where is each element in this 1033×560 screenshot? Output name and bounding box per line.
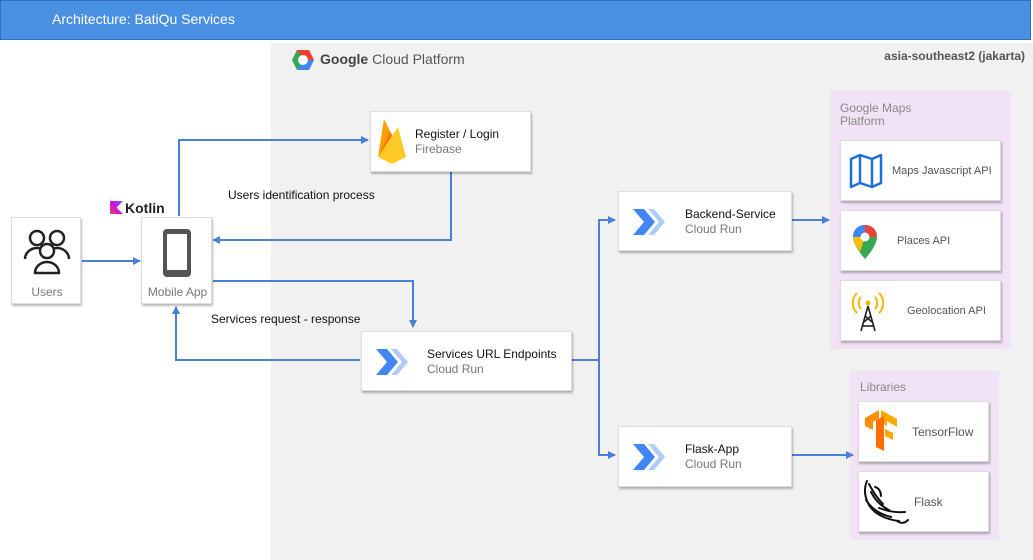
region-label: asia-southeast2 (jakarta) [884, 49, 1025, 63]
firebase-icon [378, 119, 406, 164]
gcp-product: Cloud Platform [372, 51, 465, 67]
maps-icon [849, 153, 883, 189]
edge-label-services-request: Services request - response [211, 312, 361, 326]
flask-app-node: Flask-App Cloud Run [618, 426, 792, 487]
users-node: Users [11, 217, 81, 304]
map-pin-icon [853, 225, 877, 259]
users-label: Users [31, 285, 63, 299]
libraries-group-title: Libraries [860, 380, 907, 394]
arrow-mobile-to-register [178, 136, 369, 216]
mobile-app-node: Mobile App [141, 217, 212, 304]
flask-label: Flask [914, 495, 943, 509]
mobile-app-label: Mobile App [147, 285, 208, 299]
services-url-node: Services URL Endpoints Cloud Run [361, 331, 572, 391]
geolocation-api-node: Geolocation API [840, 280, 1001, 341]
flask-icon [864, 480, 909, 524]
maps-javascript-api-label: Maps Javascript API [892, 165, 992, 177]
services-url-title: Services URL Endpoints [427, 347, 557, 361]
mobile-phone-icon [163, 229, 191, 277]
geolocation-api-label: Geolocation API [907, 305, 986, 317]
backend-service-subtitle: Cloud Run [685, 222, 742, 236]
places-api-label: Places API [897, 235, 951, 247]
backend-service-node: Backend-Service Cloud Run [618, 191, 792, 251]
places-api-node: Places API [840, 210, 1001, 271]
services-url-subtitle: Cloud Run [427, 362, 484, 376]
google-maps-title-line1: Google Maps [840, 101, 912, 115]
register-login-node: Register / Login Firebase [370, 111, 531, 172]
users-icon [23, 229, 71, 275]
antenna-icon [851, 292, 885, 332]
arrow-register-to-mobile [212, 172, 452, 244]
cloud-run-icon [376, 349, 408, 375]
tensorflow-node: TensorFlow [858, 401, 989, 462]
register-login-title: Register / Login [415, 127, 500, 141]
arrow-services-to-backend [572, 216, 616, 361]
backend-service-title: Backend-Service [685, 207, 776, 221]
gcp-brand: Google [320, 51, 369, 67]
kotlin-label: Kotlin [125, 200, 165, 216]
google-maps-title-line2: Platform [840, 114, 885, 128]
arrow-mobile-to-services [213, 280, 417, 328]
arrow-services-to-flask [598, 360, 616, 459]
flask-app-title: Flask-App [685, 442, 740, 456]
flask-node: Flask [858, 471, 989, 532]
flask-app-subtitle: Cloud Run [685, 457, 742, 471]
cloud-run-icon [633, 444, 665, 470]
cloud-run-icon [633, 209, 665, 235]
diagram-title: Architecture: BatiQu Services [52, 11, 235, 27]
register-login-subtitle: Firebase [415, 142, 462, 156]
kotlin-icon [110, 201, 123, 214]
google-cloud-icon [292, 50, 314, 70]
gcp-title: Google Cloud Platform [320, 51, 465, 67]
tensorflow-label: TensorFlow [912, 425, 974, 439]
google-maps-group-title: Google Maps Platform [840, 102, 911, 128]
tensorflow-icon [865, 410, 897, 451]
edge-label-identification: Users identification process [228, 188, 375, 202]
diagram-header [0, 0, 1031, 40]
arrow-services-to-mobile [172, 306, 360, 361]
maps-javascript-api-node: Maps Javascript API [840, 140, 1001, 201]
